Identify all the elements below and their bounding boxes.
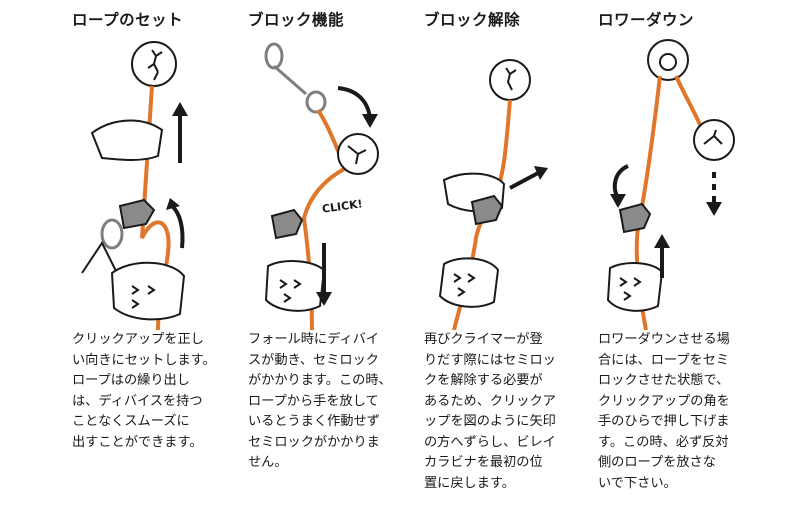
lower-down-illustration [606,39,735,330]
block-release-illustration [438,59,548,330]
hand-icon [606,262,664,312]
climber-icon [489,59,531,101]
belay-device-icon [470,194,504,226]
panel-title: ブロック解除 [424,11,521,29]
panel-title: ロワーダウン [598,11,695,29]
panel-description: ロワーダウンさせる場 合には、ロープをセミ ロックさせた状態で、 クリックアップ… [598,332,730,491]
arrow-icon [654,234,670,278]
panel-title: ブロック機能 [248,11,345,29]
belay-device-icon [618,202,652,234]
panel-lower-down: ロワーダウン ロワーダウンさせる場 合には [598,0,770,510]
panel-block-function: ブロック機能 CLICK! フォール時にディバイ スが動き、セミロック がかか [248,0,420,510]
carabiner-icon [264,42,327,114]
climber-icon [337,133,379,175]
hand-icon [90,119,164,161]
hand-icon [110,261,186,321]
belay-device-icon [118,198,156,230]
climber-icon [693,119,735,161]
panel-description: フォール時にディバイ スが動き、セミロック がかかります。この時、 ロープから手… [248,332,392,470]
arrow-icon [706,172,722,216]
panel-description: クリックアップを正し い向きにセットします。 ロープはの繰り出し は、ディバイス… [72,332,216,450]
panel-block-release: ブロック解除 再びクライマーが登 りだす際にはセミロッ クを解除する必要が ある… [424,0,596,510]
climber-icon [647,39,689,81]
arrow-icon [610,164,629,208]
arrow-icon [337,86,378,128]
hand-icon [438,257,500,308]
arrow-icon [316,243,332,306]
block-function-illustration: CLICK! [264,42,379,330]
click-callout: CLICK! [321,197,363,216]
climber-icon [131,41,177,87]
arrow-icon [509,166,548,190]
belay-device-icon [270,208,304,240]
panel-rope-set: ロープのセット クリックアップを正し い向きにセットします。 ロープはの繰り出し… [72,0,244,510]
carabiner-icon [81,218,124,274]
hand-icon [264,260,326,312]
arrow-icon [166,102,188,249]
panel-description: 再びクライマーが登 りだす際にはセミロッ クを解除する必要が あるため、クリック… [424,332,556,491]
panel-title: ロープのセット [72,11,184,29]
rope-set-illustration [81,41,188,330]
